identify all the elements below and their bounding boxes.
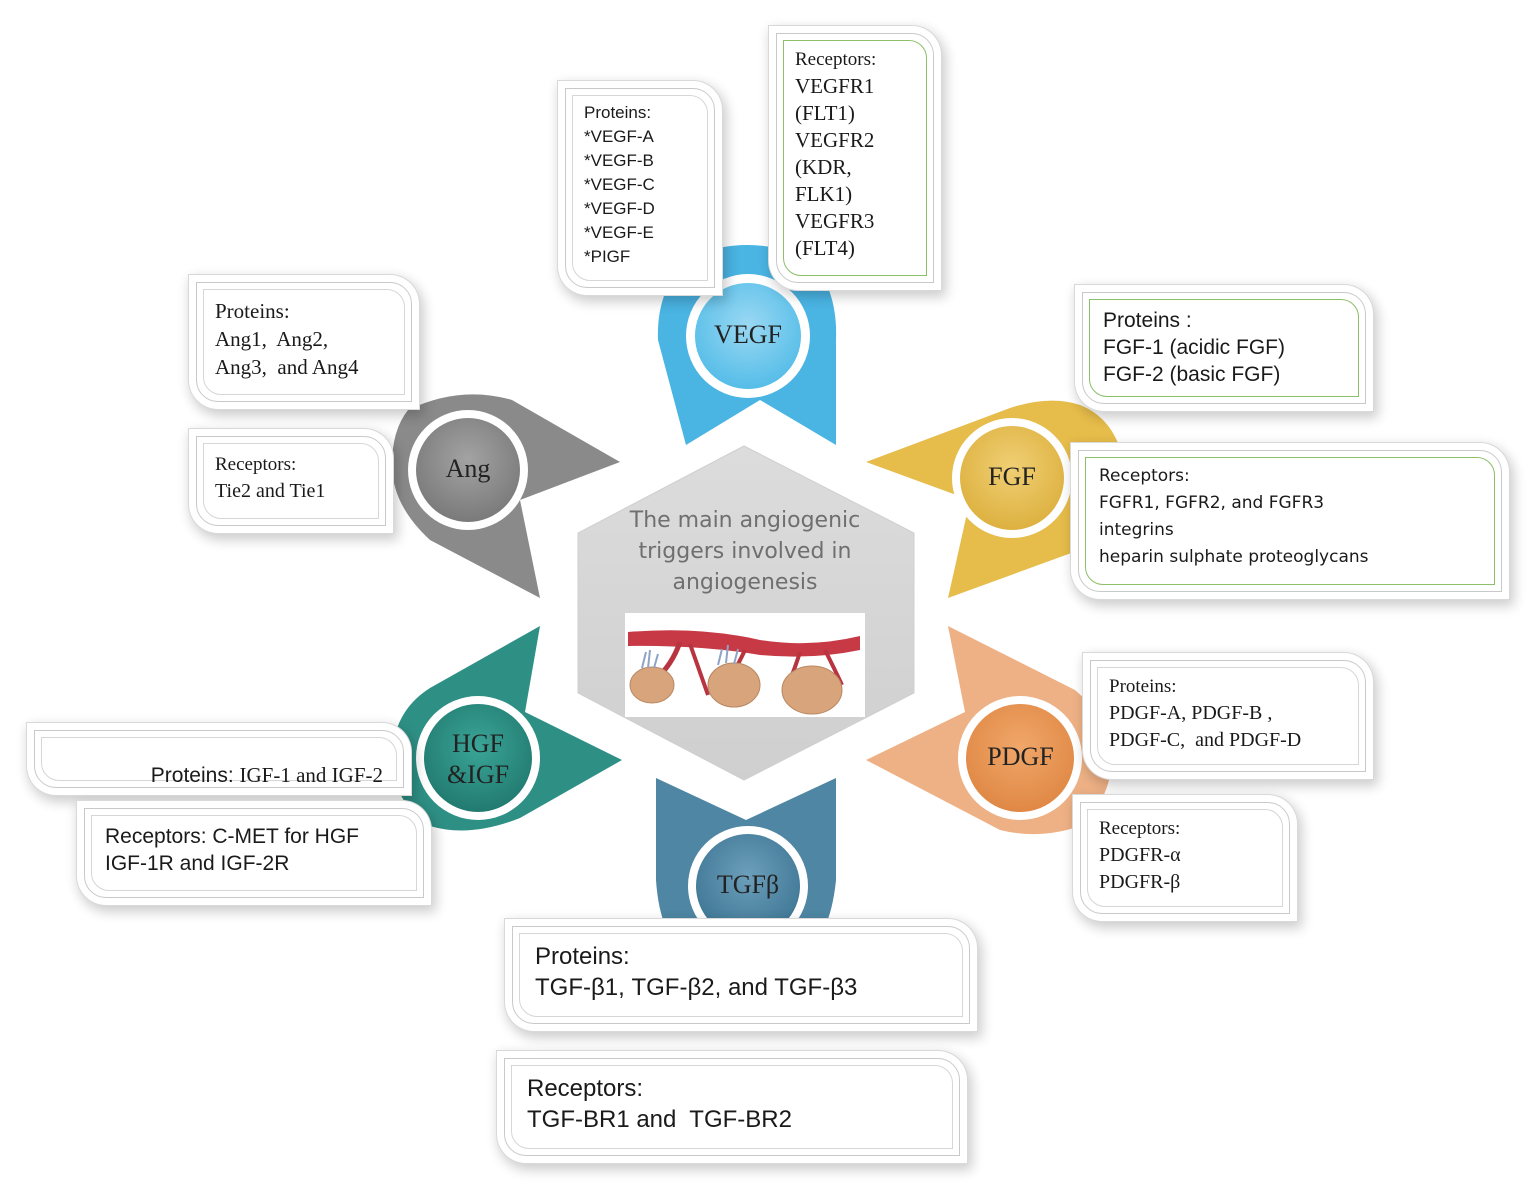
pdgf-receptors-line: Receptors: (1099, 818, 1181, 839)
vegf-proteins-line: Proteins: (584, 103, 652, 122)
hgf-node (424, 704, 532, 812)
vegf-receptors-line: (KDR, (795, 155, 852, 179)
fgf-receptors-box: Receptors: FGFR1, FGFR2, and FGFR3 integ… (1078, 450, 1502, 592)
fgf-proteins-line: FGF-2 (basic FGF) (1103, 363, 1281, 386)
ang-proteins-line: Ang1, Ang2, (215, 327, 329, 351)
ang-proteins-line: Ang3, and Ang4 (215, 355, 359, 379)
fgf-label: FGF (988, 462, 1036, 491)
hgf-proteins-prefix: Proteins: (150, 764, 240, 787)
ang-receptors-line: Receptors: (215, 454, 297, 475)
hgf-label: HGF &IGF (428, 728, 528, 790)
pdgf-proteins-box: Proteins: PDGF-A, PDGF-B , PDGF-C, and P… (1090, 660, 1366, 772)
tgfb-node (696, 834, 800, 938)
hgf-proteins-box: Proteins: IGF-1 and IGF-2 (34, 730, 404, 788)
vegf-receptors-line: (FLT4) (795, 236, 855, 260)
vegf-proteins-line: *VEGF-E (584, 223, 654, 242)
ang-receptors-box: Receptors: Tie2 and Tie1 (196, 436, 386, 526)
pdgf-proteins-line: PDGF-A, PDGF-B , (1109, 702, 1273, 724)
blood-vessel-image (625, 613, 865, 717)
center-title-line1: The main angiogenic (629, 508, 861, 533)
vegf-receptors-line: VEGFR1 (795, 74, 875, 98)
pdgf-receptors-line: PDGFR-β (1099, 871, 1181, 893)
pdgf-node (966, 704, 1074, 812)
fgf-proteins-line: Proteins : (1103, 309, 1192, 332)
pdgf-proteins-line: Proteins: (1109, 676, 1177, 697)
vegf-proteins-line: *PIGF (584, 247, 631, 266)
center-title-line2: triggers involved in (638, 539, 852, 564)
vegf-node (695, 283, 801, 389)
vegf-label: VEGF (714, 320, 782, 349)
fgf-receptors-line: FGFR1, FGFR2, and FGFR3 (1099, 493, 1325, 513)
vegf-receptors-line: VEGFR2 (795, 128, 875, 152)
vegf-proteins-line: *VEGF-D (584, 199, 655, 218)
pdgf-proteins-line: PDGF-C, and PDGF-D (1109, 729, 1302, 751)
vegf-arm (657, 245, 837, 445)
hgf-arm (392, 626, 622, 831)
vegf-receptors-line: VEGFR3 (795, 209, 875, 233)
vegf-receptors-line: (FLT1) (795, 101, 855, 125)
vegf-proteins-box: Proteins: *VEGF-A *VEGF-B *VEGF-C *VEGF-… (565, 88, 715, 288)
tgfb-arm (656, 778, 836, 965)
tgfb-receptors-line: Receptors: (527, 1075, 644, 1102)
vegf-proteins-line: *VEGF-B (584, 151, 654, 170)
tgfb-proteins-line: TGF-β1, TGF-β2, and TGF-β3 (535, 974, 858, 1001)
fgf-node (960, 426, 1064, 530)
tgfb-receptors-box: Receptors: TGF-BR1 and TGF-BR2 (504, 1058, 960, 1156)
fgf-receptors-line: Receptors: (1099, 466, 1190, 486)
ang-receptors-line: Tie2 and Tie1 (215, 480, 326, 502)
fgf-arm (866, 400, 1126, 598)
tgfb-receptors-line: TGF-BR1 and TGF-BR2 (527, 1106, 792, 1133)
vegf-receptors-box: Receptors: VEGFR1 (FLT1) VEGFR2 (KDR, FL… (776, 33, 934, 283)
tgfb-proteins-box: Proteins: TGF-β1, TGF-β2, and TGF-β3 (512, 926, 970, 1024)
tgfb-label: TGFβ (716, 870, 780, 899)
center-title: The main angiogenic triggers involved in… (600, 505, 890, 598)
ang-proteins-box: Proteins: Ang1, Ang2, Ang3, and Ang4 (196, 282, 412, 402)
pdgf-receptors-line: PDGFR-α (1099, 844, 1181, 866)
vegf-proteins-line: *VEGF-A (584, 127, 654, 146)
fgf-proteins-box: Proteins : FGF-1 (acidic FGF) FGF-2 (bas… (1082, 292, 1366, 404)
vegf-proteins-line: *VEGF-C (584, 175, 655, 194)
vegf-receptors-line: FLK1) (795, 182, 853, 206)
fgf-receptors-line: heparin sulphate proteoglycans (1099, 547, 1369, 567)
tgfb-proteins-line: Proteins: (535, 943, 630, 970)
hgf-receptors-line: Receptors: C-MET for HGF (105, 825, 359, 848)
pdgf-label: PDGF (987, 742, 1054, 771)
fgf-receptors-line: integrins (1099, 520, 1174, 540)
ang-label: Ang (445, 454, 491, 483)
hgf-label-line2: &IGF (446, 760, 510, 789)
fgf-proteins-line: FGF-1 (acidic FGF) (1103, 336, 1285, 359)
vegf-receptors-line: Receptors: (795, 49, 877, 70)
ang-arm (392, 394, 620, 598)
center-title-line3: angiogenesis (672, 570, 818, 595)
hgf-label-line1: HGF (451, 729, 504, 758)
ang-proteins-line: Proteins: (215, 299, 290, 323)
hgf-receptors-box: Receptors: C-MET for HGF IGF-1R and IGF-… (84, 808, 424, 898)
pdgf-arm (866, 626, 1112, 835)
hgf-receptors-line: IGF-1R and IGF-2R (105, 852, 290, 875)
pdgf-receptors-box: Receptors: PDGFR-α PDGFR-β (1080, 802, 1290, 914)
hgf-proteins-values: IGF-1 and IGF-2 (239, 763, 383, 787)
ang-node (416, 418, 520, 522)
